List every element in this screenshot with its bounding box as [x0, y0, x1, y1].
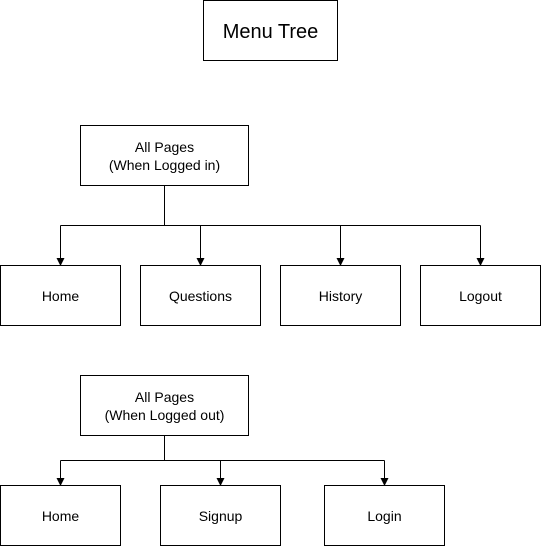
- logged-in-questions-label: Questions: [169, 288, 232, 304]
- logged-in-home-label: Home: [42, 288, 80, 304]
- logged-in-history-label: History: [319, 288, 363, 304]
- logged-out-home-label: Home: [42, 508, 80, 524]
- logged-in-tree: All Pages (When Logged in) Home Question…: [0, 125, 541, 326]
- logged-out-signup-node: Signup: [160, 485, 281, 546]
- logged-out-tree: All Pages (When Logged out) Home Signup …: [0, 375, 445, 546]
- logged-in-home-node: Home: [0, 265, 121, 326]
- logged-in-root-node: All Pages (When Logged in): [80, 125, 249, 186]
- logged-in-logout-label: Logout: [459, 288, 502, 304]
- logged-out-connectors: [56, 435, 389, 486]
- logged-in-connectors: [56, 185, 485, 266]
- title-text: Menu Tree: [223, 21, 319, 43]
- logged-in-history-node: History: [280, 265, 401, 326]
- logged-in-logout-node: Logout: [420, 265, 541, 326]
- logged-out-root-line-2: (When Logged out): [105, 407, 225, 423]
- logged-in-questions-node: Questions: [140, 265, 261, 326]
- logged-out-root-node: All Pages (When Logged out): [80, 375, 249, 436]
- logged-out-root-line-1: All Pages: [135, 389, 194, 405]
- logged-out-signup-label: Signup: [199, 508, 243, 524]
- title-node: Menu Tree: [203, 0, 338, 61]
- logged-out-login-node: Login: [324, 485, 445, 546]
- logged-out-home-node: Home: [0, 485, 121, 546]
- logged-in-root-line-1: All Pages: [135, 139, 194, 155]
- logged-in-root-line-2: (When Logged in): [109, 157, 220, 173]
- logged-out-login-label: Login: [367, 508, 401, 524]
